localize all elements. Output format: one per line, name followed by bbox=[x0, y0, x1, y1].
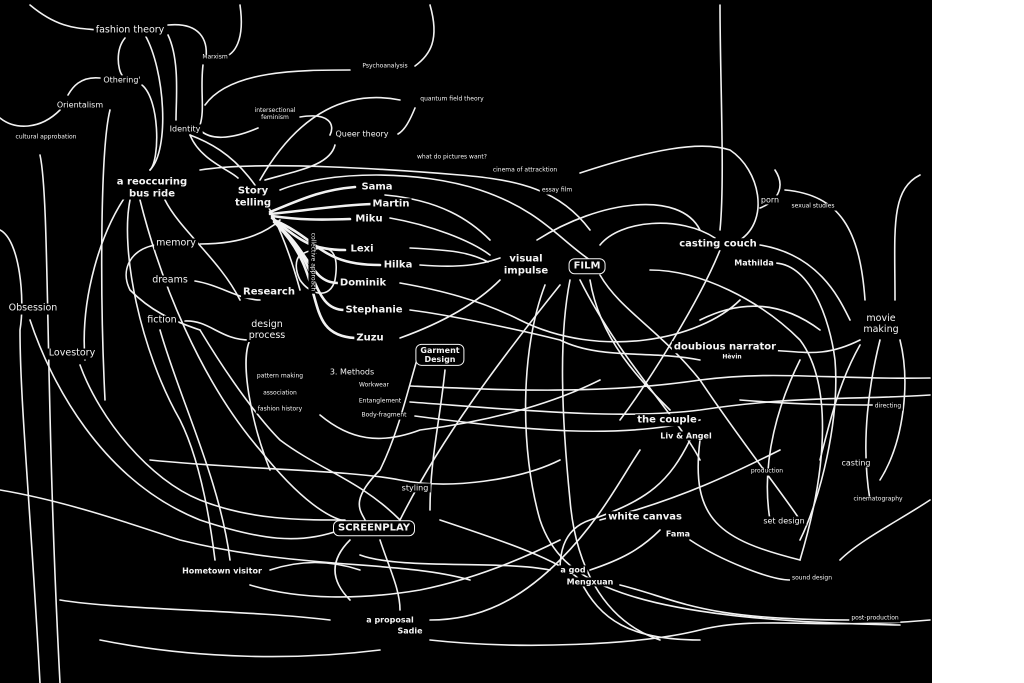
label-sexual-studies: sexual studies bbox=[789, 202, 837, 211]
label-hometown-visitor: Hometown visitor bbox=[180, 566, 264, 576]
label-directing: directing bbox=[872, 402, 904, 411]
label-association: association bbox=[261, 389, 299, 398]
label-intersectional: intersectional bbox=[254, 107, 296, 115]
label-pattern-making: pattern making bbox=[254, 372, 306, 381]
node-film: FILM bbox=[568, 258, 606, 274]
label-dreams: dreams bbox=[150, 274, 190, 287]
label-queer-theory: Queer theory bbox=[333, 129, 391, 139]
label-production: production bbox=[748, 467, 786, 476]
label-sound-design: sound design bbox=[789, 574, 835, 583]
label-person-stephanie: Stephanie bbox=[343, 304, 405, 316]
label-a-proposal: a proposal bbox=[364, 615, 416, 625]
label-casting-couch: casting couch bbox=[677, 238, 759, 250]
label-doubious-narrator: doubious narrator bbox=[671, 341, 779, 353]
label-obsession: Obsession bbox=[6, 302, 60, 315]
label-memory: memory bbox=[154, 237, 198, 250]
label-cinematography: cinematography bbox=[851, 495, 905, 504]
label-post-production: post-production bbox=[849, 614, 901, 623]
label-a-god: a god bbox=[558, 565, 588, 575]
mind-map-board: fashion theory Marxism Psychoanalysis Ot… bbox=[0, 0, 932, 683]
label-collective-approach: collective approach bbox=[308, 230, 317, 294]
label-white-canvas: white canvas bbox=[606, 511, 684, 523]
label-marxism: Marxism bbox=[200, 53, 230, 62]
label-impulse: impulse bbox=[503, 265, 549, 276]
label-essay-film: essay film bbox=[539, 186, 575, 195]
label-sadie: Sadie bbox=[395, 626, 425, 636]
label-mathilda: Mathilda bbox=[732, 258, 776, 268]
label-research: Research bbox=[241, 286, 297, 298]
label-methods: 3. Methods bbox=[327, 367, 377, 377]
label-making: making bbox=[863, 324, 899, 335]
label-the-couple: the couple bbox=[635, 414, 699, 426]
label-porn: porn bbox=[758, 195, 782, 205]
label-visual: visual bbox=[509, 253, 543, 265]
label-movie: movie bbox=[866, 313, 896, 325]
label-styling: styling bbox=[399, 483, 431, 493]
label-garment: Garment bbox=[420, 345, 460, 355]
label-entanglement: Entanglement bbox=[356, 397, 404, 406]
label-cinema-of-attraction: cinema of attracktion bbox=[490, 166, 560, 175]
label-psychoanalysis: Psychoanalysis bbox=[360, 62, 410, 71]
label-liv-angel: Liv & Angel bbox=[658, 431, 714, 441]
label-set-design: set design bbox=[761, 516, 807, 526]
label-bus-ride-line2: bus ride bbox=[128, 188, 175, 199]
label-mengxuan: Mengxuan bbox=[564, 577, 616, 587]
label-telling: telling bbox=[234, 197, 272, 208]
label-feminism: feminism bbox=[261, 114, 289, 121]
label-body-fragment: Body-fragment bbox=[359, 411, 409, 420]
label-fashion-history: fashion history bbox=[255, 405, 305, 414]
label-design: design bbox=[251, 319, 283, 331]
label-othering: Othering' bbox=[101, 75, 143, 85]
label-quantum-field-theory: quantum field theory bbox=[418, 95, 486, 104]
label-person-sama: Sama bbox=[359, 181, 395, 193]
label-person-lexi: Lexi bbox=[348, 243, 376, 255]
label-bus-ride-line1: a reoccuring bbox=[116, 176, 188, 188]
label-person-miku: Miku bbox=[353, 213, 385, 225]
label-casting: casting bbox=[839, 458, 873, 468]
label-design-node: Design bbox=[424, 355, 456, 364]
label-identity: Identity bbox=[167, 124, 203, 134]
label-person-martin: Martin bbox=[370, 198, 412, 210]
label-fama: Fama bbox=[663, 529, 693, 539]
label-cultural-approbation: cultural approbation bbox=[13, 133, 79, 142]
label-story: Story bbox=[237, 185, 269, 197]
label-orientalism: Orientalism bbox=[54, 100, 106, 110]
label-fiction: fiction bbox=[145, 314, 179, 327]
node-screenplay: SCREENPLAY bbox=[333, 520, 415, 536]
label-hevin: Hèvin bbox=[720, 353, 744, 362]
label-process: process bbox=[248, 330, 286, 341]
label-person-dominik: Dominik bbox=[337, 277, 389, 289]
label-person-zuzu: Zuzu bbox=[354, 332, 386, 344]
label-lovestory: Lovestory bbox=[46, 347, 98, 360]
label-what-do-pictures-want: what do pictures want? bbox=[415, 153, 489, 162]
label-person-hilka: Hilka bbox=[381, 259, 415, 271]
label-workwear: Workwear bbox=[357, 381, 391, 390]
label-fashion-theory: fashion theory bbox=[93, 24, 167, 37]
